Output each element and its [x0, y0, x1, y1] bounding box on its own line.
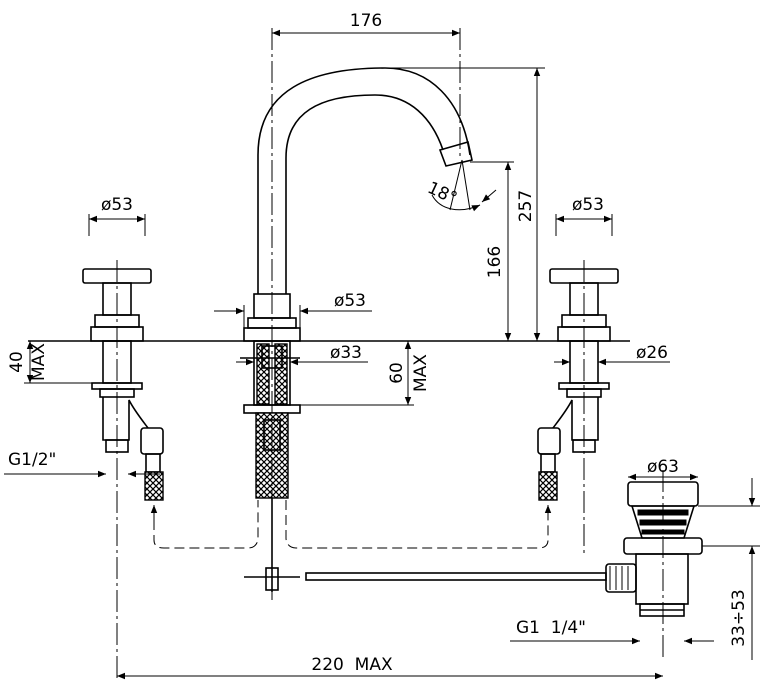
right-valve: [537, 268, 619, 501]
dim-total-height: 257: [385, 67, 545, 341]
dim-spout-shank: ø33: [236, 343, 368, 366]
dim-spout-height: 166: [470, 161, 514, 341]
dim-spout-max-label: MAX: [411, 354, 431, 392]
dim-spout-height-label: 166: [485, 246, 505, 278]
dim-drain-thread-label: G1 1/4": [516, 618, 586, 638]
dim-valve-shank-label: ø26: [636, 343, 668, 363]
dim-spout-shank-label: ø33: [330, 343, 362, 363]
dim-inlet-thread: G1/2": [4, 450, 160, 478]
dim-drain-diam: ø63: [628, 457, 698, 481]
center-lines: [116, 28, 664, 680]
popup-drain: [605, 481, 703, 617]
dim-handle-left-label: ø53: [101, 195, 133, 215]
left-valve: [82, 268, 164, 501]
dim-spout-max-value: 60: [387, 362, 407, 384]
dim-total-height-label: 257: [516, 190, 536, 222]
dim-handle-left: ø53: [88, 195, 146, 236]
spout-shank: [240, 340, 301, 499]
dim-valve-max: 40 MAX: [7, 341, 92, 384]
dim-spout-max: 60 MAX: [300, 341, 431, 406]
hose-routing: [150, 500, 552, 549]
dim-spout-base-label: ø53: [334, 291, 366, 311]
dim-drain-thread: G1 1/4": [510, 618, 714, 645]
dim-valve-max-value: 40: [7, 351, 27, 373]
dim-inlet-thread-label: G1/2": [8, 450, 56, 470]
dim-spout-reach-label: 176: [350, 11, 382, 31]
dim-drain-diam-label: ø63: [647, 457, 679, 477]
dim-spout-angle-label: 18°: [424, 178, 460, 209]
popup-rod: [244, 498, 607, 592]
dim-handle-right-label: ø53: [572, 195, 604, 215]
dim-valve-shank: ø26: [554, 343, 670, 366]
dim-total-width-label: 220 MAX: [311, 655, 393, 675]
dim-drain-range-label: 33÷53: [729, 589, 749, 647]
dim-handle-right: ø53: [555, 195, 613, 236]
dim-drain-range: 33÷53: [698, 478, 760, 660]
dim-spout-reach: 176: [272, 11, 460, 37]
dim-valve-max-label: MAX: [29, 343, 49, 381]
dim-spout-angle: 18°: [424, 159, 497, 212]
dim-spout-base: ø53: [214, 291, 372, 328]
dim-total-width: 220 MAX: [117, 655, 663, 680]
